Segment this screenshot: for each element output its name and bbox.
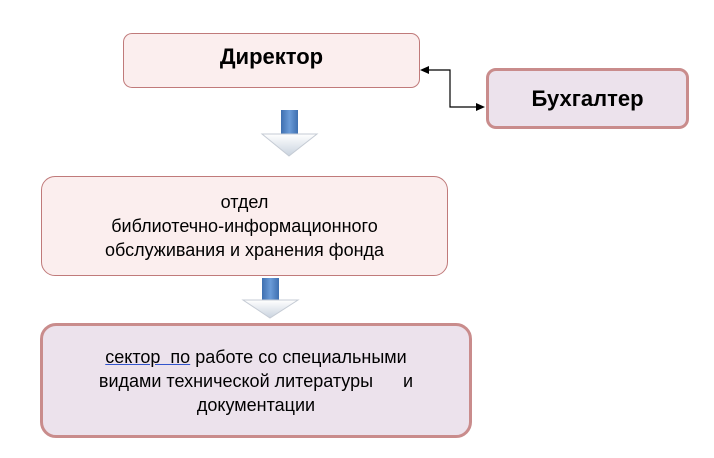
sector-line-1-rest: работе со специальными [190, 346, 407, 367]
sector-line-3: документации [196, 394, 316, 415]
department-line-3: обслуживания и хранения фонда [104, 240, 385, 260]
director-accountant-connector [420, 66, 485, 111]
sector-line-1: сектор по работе со специальными [105, 345, 406, 369]
sector-underlined-text: сектор по [105, 346, 191, 367]
accountant-box: Бухгалтер [486, 68, 689, 129]
accountant-label: Бухгалтер [531, 85, 644, 111]
sector-box: сектор по работе со специальными видами … [40, 323, 472, 438]
down-arrow-department-to-sector [241, 278, 300, 319]
director-label: Директор [219, 43, 324, 69]
director-box: Директор [123, 33, 420, 88]
department-line-1: отдел [220, 192, 269, 212]
department-box: отдел библиотечно-информационного обслуж… [41, 176, 448, 276]
sector-line-2: видами технической литературы и [98, 370, 414, 391]
down-arrow-director-to-department [260, 110, 319, 157]
department-line-2: библиотечно-информационного [111, 216, 378, 236]
